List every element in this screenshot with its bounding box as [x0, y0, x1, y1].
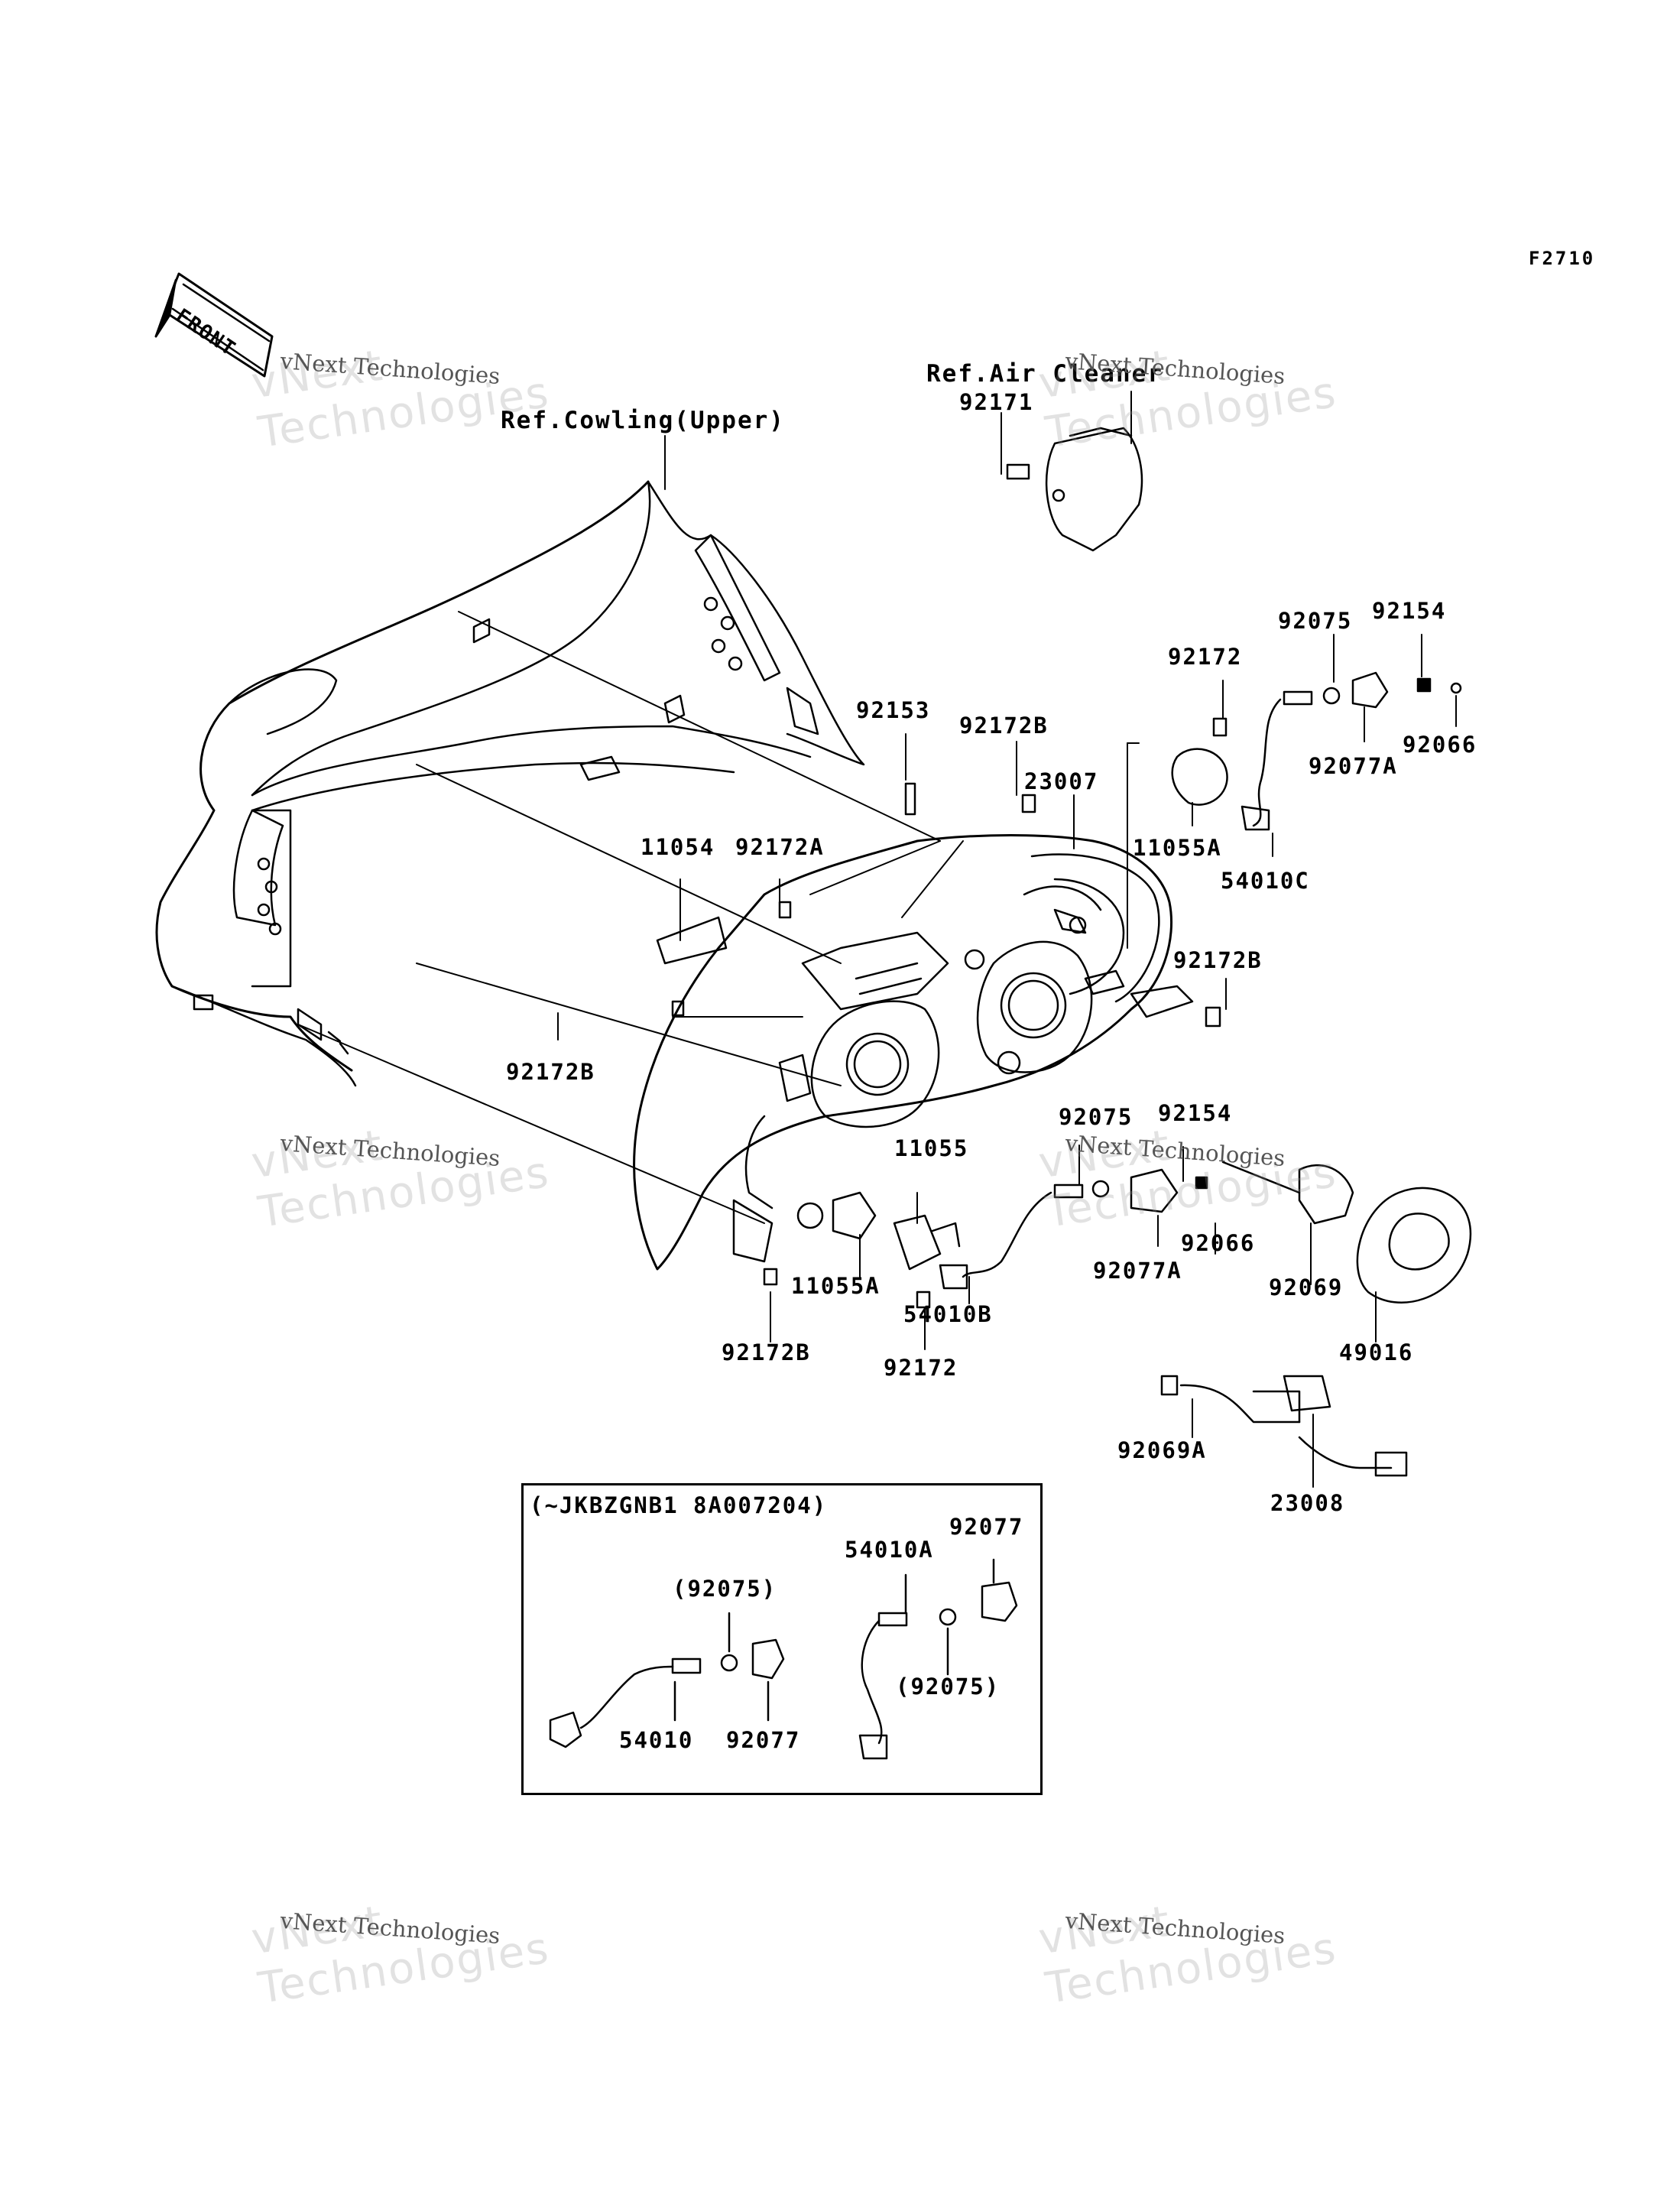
part-label-92066-top: 92066	[1403, 732, 1477, 758]
part-label-92172-top: 92172	[1168, 644, 1243, 670]
part-label-11055a-top: 11055A	[1133, 835, 1222, 861]
part-label-23007: 23007	[1024, 768, 1099, 794]
part-label-92172a: 92172A	[735, 834, 825, 860]
inset-label-92075-left: (92075)	[673, 1576, 777, 1602]
part-label-92153: 92153	[856, 697, 931, 723]
front-arrow-icon	[154, 272, 274, 378]
ref-air-cleaner-label: Ref.Air Cleaner	[926, 360, 1163, 388]
part-label-23008: 23008	[1270, 1490, 1345, 1516]
small-parts-middle	[832, 1161, 1472, 1304]
inset-label-92077-left: 92077	[726, 1727, 801, 1753]
part-label-92075-mid: 92075	[1059, 1104, 1134, 1130]
inset-label-92075-right: (92075)	[896, 1674, 1001, 1700]
ref-cowling-label: Ref.Cowling(Upper)	[501, 407, 785, 434]
part-label-92077a-top: 92077A	[1309, 753, 1398, 779]
part-label-92172b-left: 92172B	[506, 1059, 595, 1085]
part-label-92171: 92171	[959, 389, 1034, 415]
headlight-housing-part	[633, 834, 1194, 1271]
part-label-92077a-mid: 92077A	[1093, 1258, 1182, 1284]
small-parts-top	[656, 671, 1462, 1309]
diagram-code: F2710	[1529, 248, 1596, 269]
part-label-92172b-right: 92172B	[1173, 947, 1263, 973]
part-label-11055a-bottom: 11055A	[791, 1273, 881, 1299]
part-label-92172b-bottom: 92172B	[722, 1339, 811, 1365]
part-label-92172b-top: 92172B	[959, 713, 1049, 739]
part-label-92069: 92069	[1269, 1274, 1344, 1300]
inset-parts	[549, 1558, 1018, 1760]
leader-lines	[297, 391, 1457, 1488]
upper-cowling-part	[155, 480, 865, 1087]
part-label-92154-mid: 92154	[1158, 1100, 1233, 1126]
air-cleaner-duct-part	[1006, 427, 1143, 552]
part-label-49016: 49016	[1339, 1339, 1414, 1365]
part-label-11055: 11055	[894, 1135, 969, 1161]
inset-label-92077-right: 92077	[949, 1514, 1024, 1540]
part-label-92154-top: 92154	[1372, 598, 1447, 624]
part-label-92066-mid: 92066	[1181, 1230, 1256, 1256]
serial-range-inset-box	[521, 1483, 1043, 1795]
part-label-54010b: 54010B	[903, 1301, 993, 1327]
part-label-54010c: 54010C	[1221, 868, 1310, 894]
part-label-92172-bottom: 92172	[884, 1355, 958, 1381]
sub-harness-part	[1160, 1375, 1408, 1477]
inset-label-54010: 54010	[619, 1727, 694, 1753]
part-label-92075-top: 92075	[1278, 608, 1353, 634]
inset-title: (~JKBZGNB1 8A007204)	[530, 1492, 828, 1518]
part-label-92069a: 92069A	[1117, 1437, 1207, 1463]
inset-label-54010a: 54010A	[845, 1537, 934, 1563]
part-label-11054: 11054	[641, 834, 715, 860]
